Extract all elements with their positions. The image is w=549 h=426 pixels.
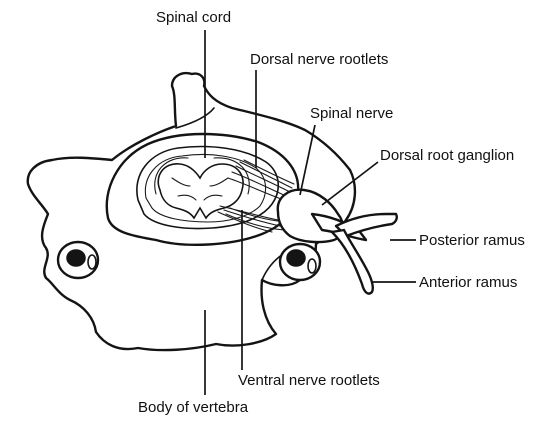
right-transverse-foramen-vessel bbox=[287, 250, 305, 266]
label-spinal-nerve: Spinal nerve bbox=[310, 105, 393, 122]
right-transverse-foramen-nerve bbox=[308, 259, 316, 273]
label-body-of-vertebra: Body of vertebra bbox=[138, 399, 249, 416]
label-ventral-nerve-rootlets: Ventral nerve rootlets bbox=[238, 372, 380, 389]
left-transverse-foramen-vessel bbox=[67, 250, 85, 266]
label-posterior-ramus: Posterior ramus bbox=[419, 232, 525, 249]
label-dorsal-root-ganglion: Dorsal root ganglion bbox=[380, 147, 514, 164]
label-spinal-cord: Spinal cord bbox=[156, 9, 231, 26]
left-transverse-foramen-nerve bbox=[88, 255, 96, 269]
label-dorsal-nerve-rootlets: Dorsal nerve rootlets bbox=[250, 51, 388, 68]
label-anterior-ramus: Anterior ramus bbox=[419, 274, 517, 291]
